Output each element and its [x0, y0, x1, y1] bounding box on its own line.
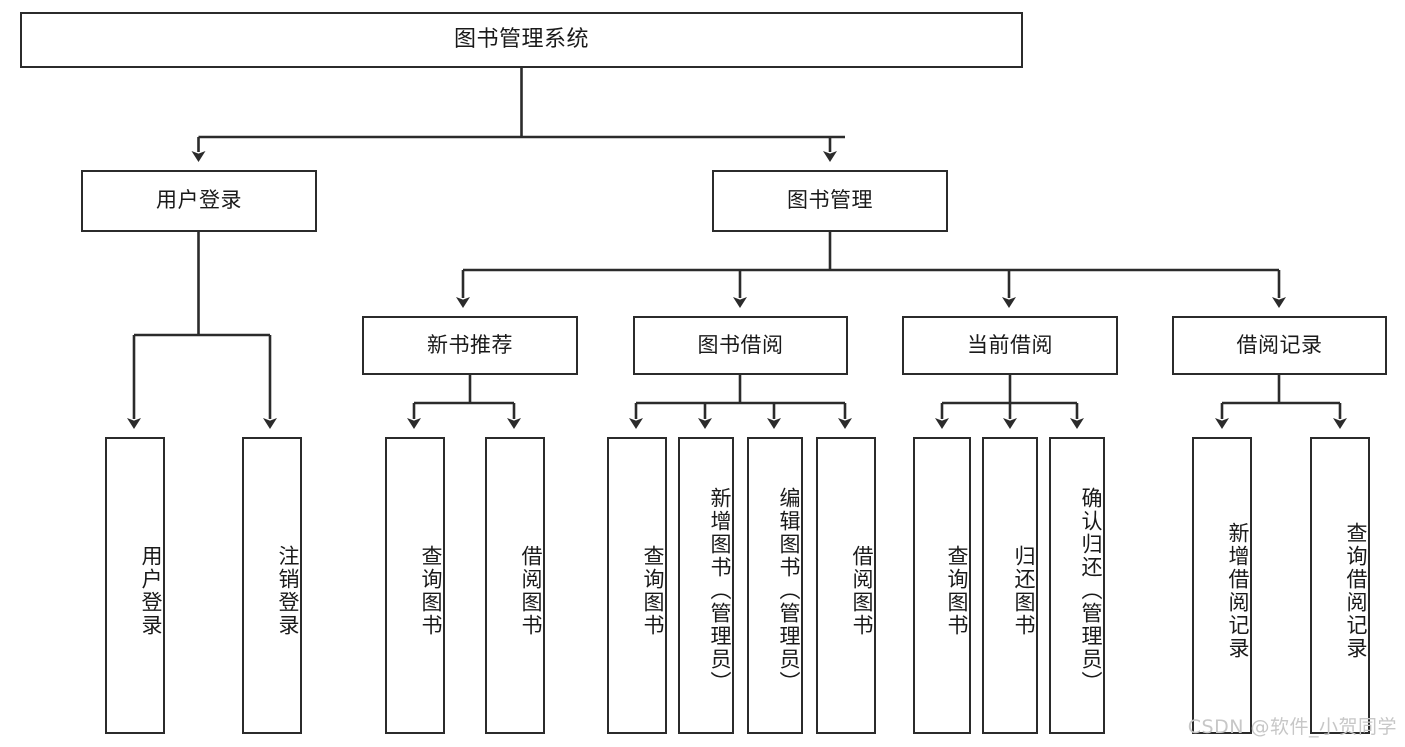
leaf-current-query-book[interactable]: 查询图书	[913, 437, 971, 734]
leaf-label: 查询借阅记录	[1344, 521, 1368, 660]
leaf-label: 借阅图书	[519, 544, 543, 637]
leaf-label: 借阅图书	[850, 544, 874, 637]
node-new-book-recommend[interactable]: 新书推荐	[362, 316, 578, 375]
leaf-record-query-record[interactable]: 查询借阅记录	[1310, 437, 1370, 734]
node-book-management[interactable]: 图书管理	[712, 170, 948, 232]
node-borrow-record[interactable]: 借阅记录	[1172, 316, 1387, 375]
leaf-label: 确认归还（管理员）	[1079, 487, 1103, 694]
leaf-recommend-query-book[interactable]: 查询图书	[385, 437, 445, 734]
node-current-borrow[interactable]: 当前借阅	[902, 316, 1118, 375]
leaf-user-login-login[interactable]: 用户登录	[105, 437, 165, 734]
leaf-current-return-book[interactable]: 归还图书	[982, 437, 1038, 734]
leaf-borrow-borrow-book[interactable]: 借阅图书	[816, 437, 876, 734]
leaf-label: 新增借阅记录	[1226, 521, 1250, 660]
leaf-record-add-record[interactable]: 新增借阅记录	[1192, 437, 1252, 734]
leaf-label: 归还图书	[1012, 544, 1036, 637]
leaf-label: 新增图书（管理员）	[708, 487, 732, 694]
leaf-user-login-logout[interactable]: 注销登录	[242, 437, 302, 734]
leaf-label: 查询图书	[419, 544, 443, 637]
node-book-borrow[interactable]: 图书借阅	[633, 316, 848, 375]
leaf-label: 用户登录	[139, 544, 163, 637]
leaf-label: 查询图书	[945, 544, 969, 637]
leaf-label: 查询图书	[641, 544, 665, 637]
leaf-borrow-edit-book-admin[interactable]: 编辑图书（管理员）	[747, 437, 803, 734]
csdn-watermark: CSDN @软件_小贺同学	[1187, 716, 1397, 738]
node-root-system[interactable]: 图书管理系统	[20, 12, 1023, 68]
leaf-borrow-add-book-admin[interactable]: 新增图书（管理员）	[678, 437, 734, 734]
leaf-recommend-borrow-book[interactable]: 借阅图书	[485, 437, 545, 734]
node-user-login[interactable]: 用户登录	[81, 170, 317, 232]
leaf-borrow-query-book[interactable]: 查询图书	[607, 437, 667, 734]
leaf-current-confirm-return-admin[interactable]: 确认归还（管理员）	[1049, 437, 1105, 734]
leaf-label: 注销登录	[276, 544, 300, 637]
leaf-label: 编辑图书（管理员）	[777, 487, 801, 694]
